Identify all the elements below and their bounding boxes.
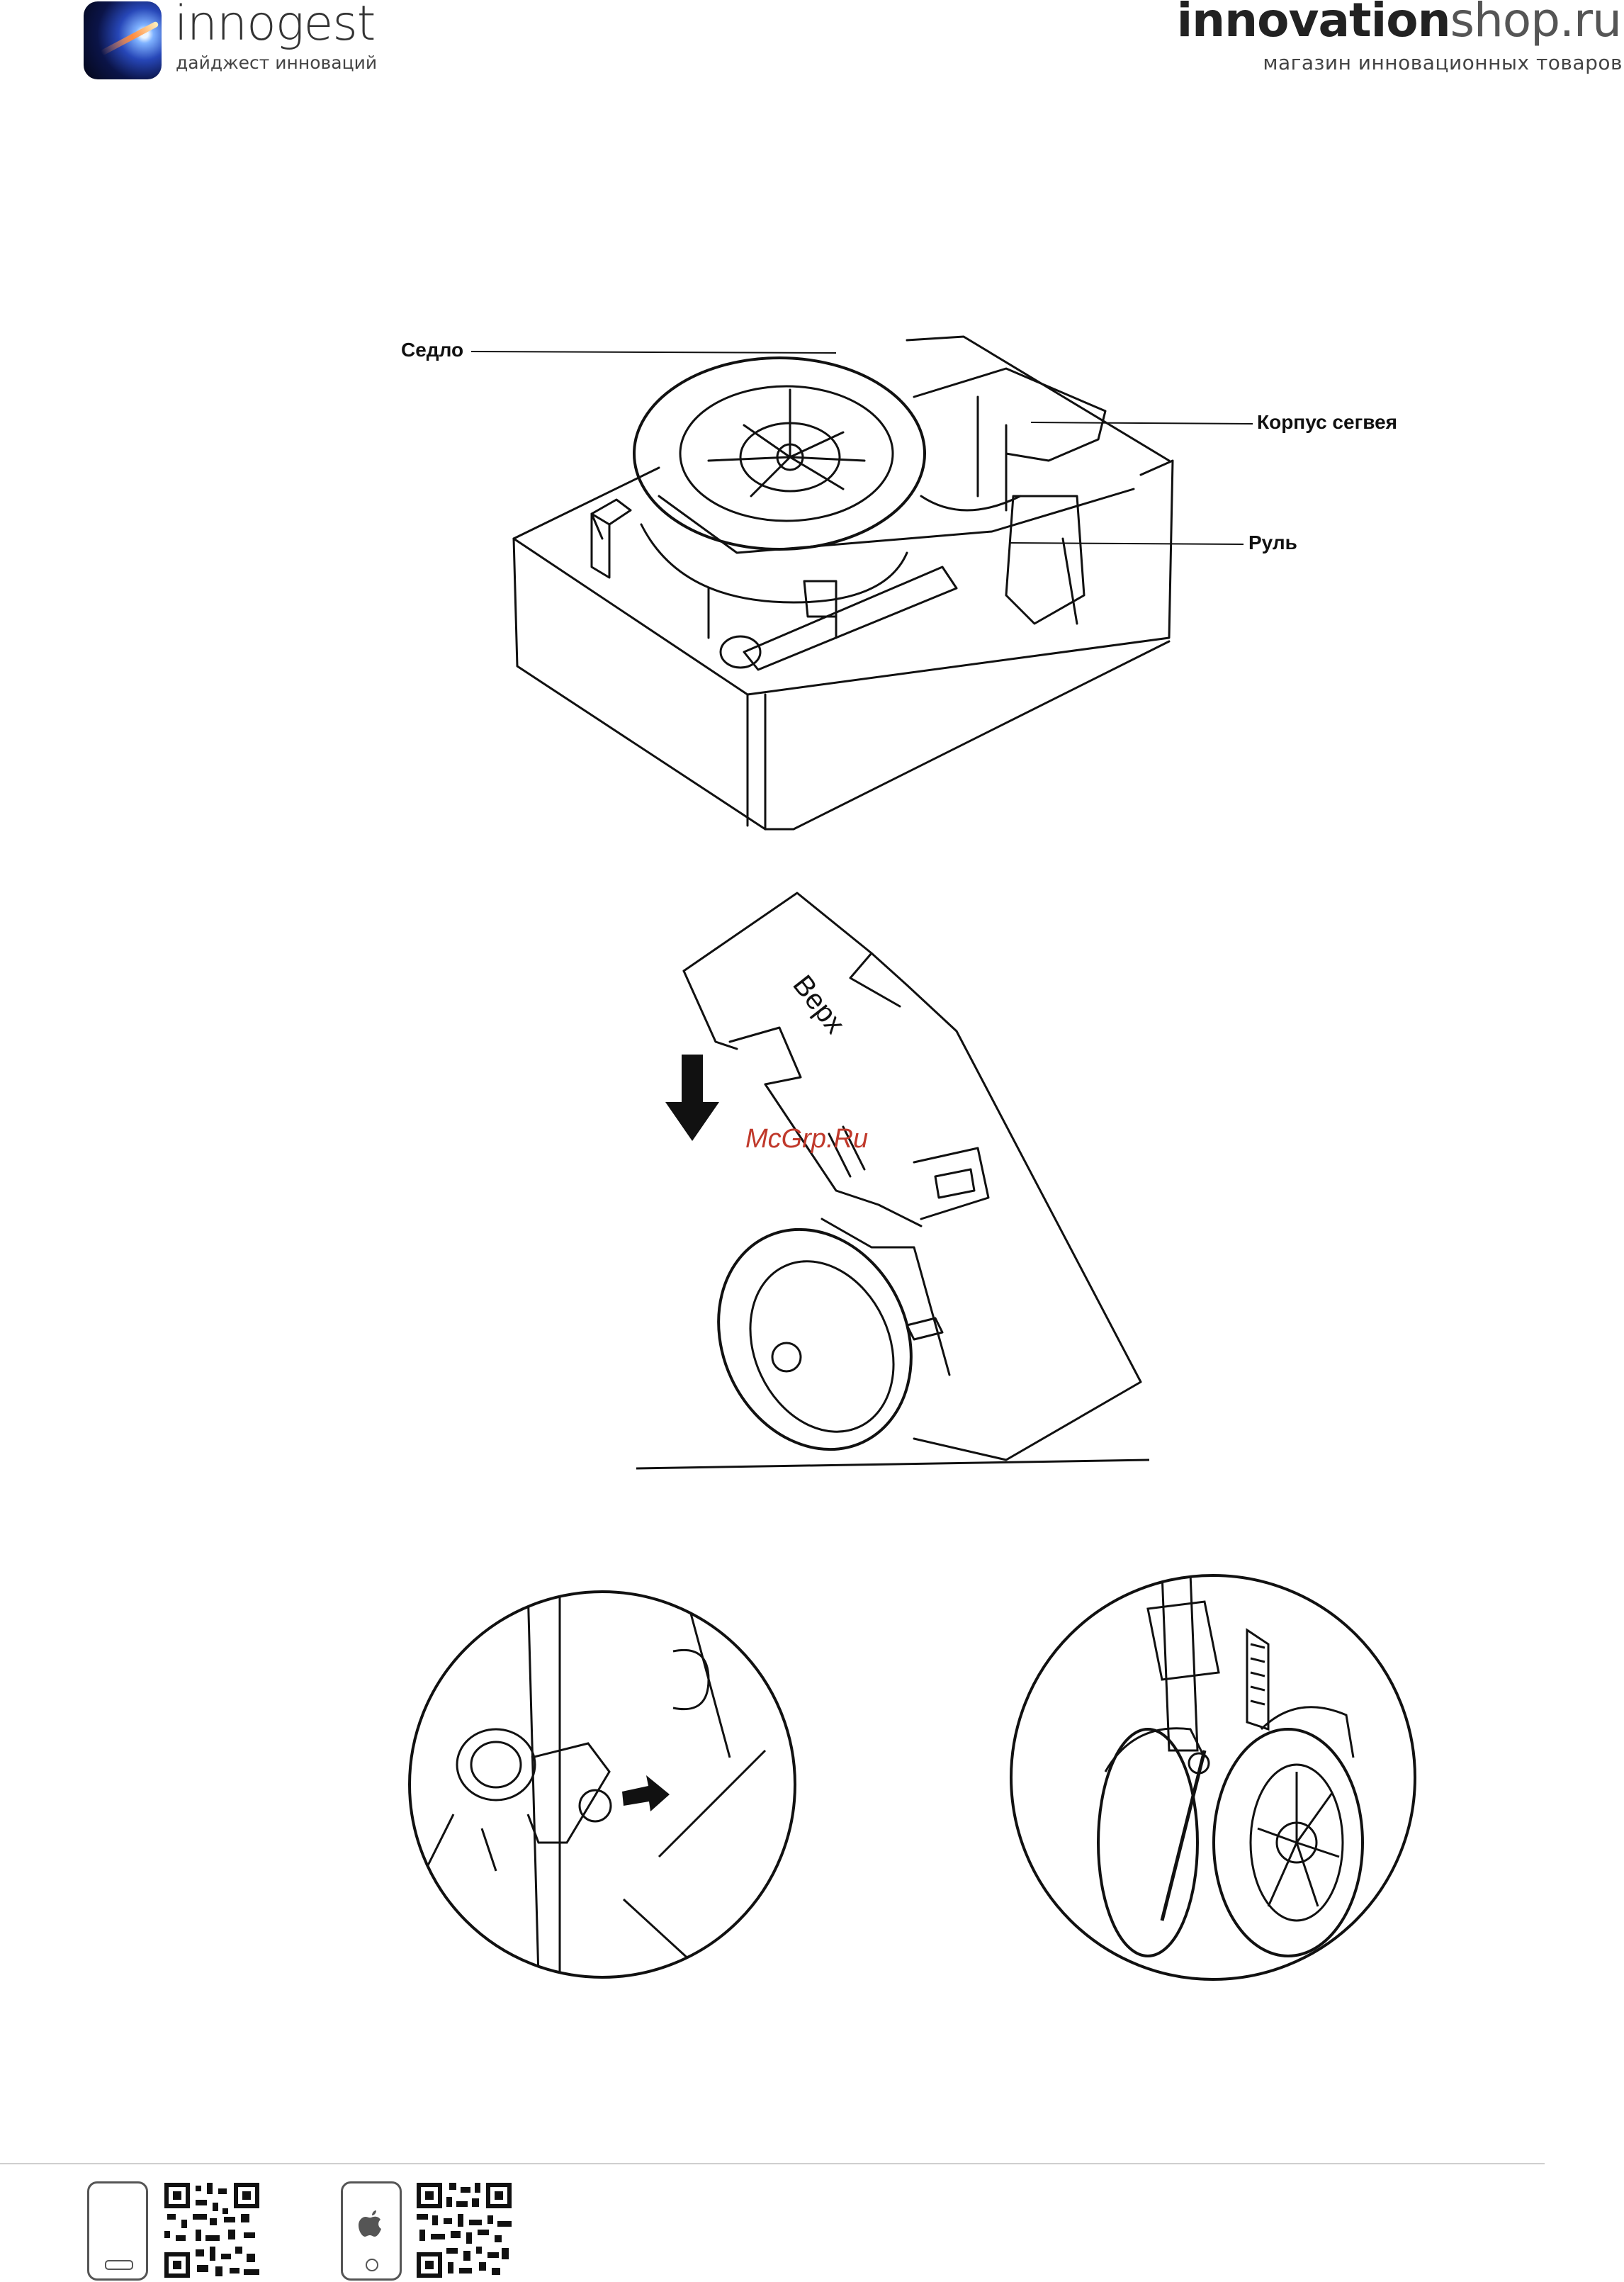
apple-phone-icon[interactable] — [341, 2181, 402, 2281]
footer-divider — [0, 2163, 1545, 2164]
qr-code-android[interactable] — [164, 2183, 259, 2278]
qr-code-ios[interactable] — [417, 2183, 512, 2278]
android-phone-icon[interactable] — [87, 2181, 148, 2281]
